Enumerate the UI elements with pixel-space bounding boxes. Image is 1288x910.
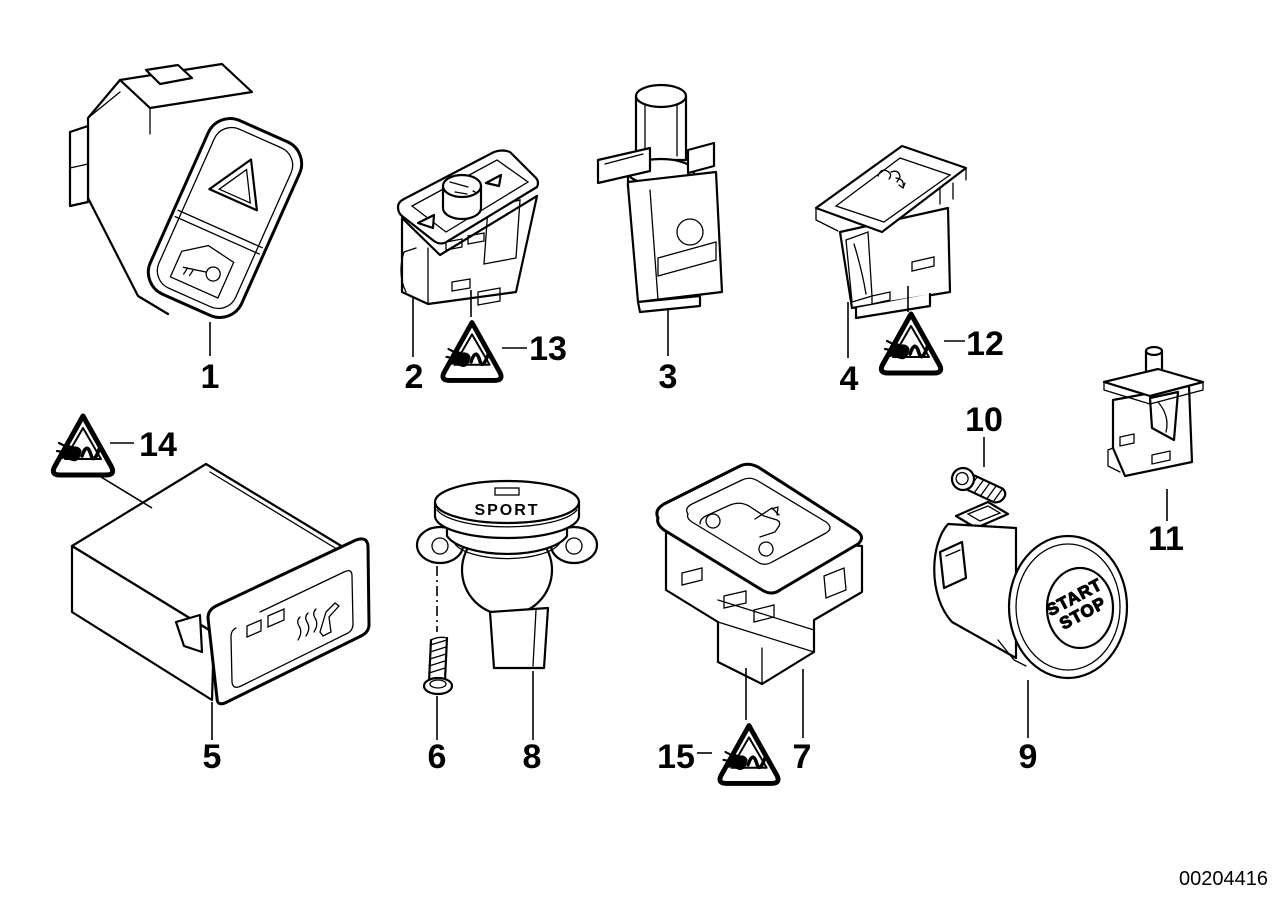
callout-14[interactable]: 14 [139, 426, 177, 464]
adjuster-knob-with-arrows-icon [416, 173, 503, 230]
part-7-trunk-lid-switch[interactable] [655, 462, 864, 686]
callout-8[interactable]: 8 [523, 738, 542, 776]
warning-triangle-12[interactable] [881, 314, 940, 373]
warning-triangle-13[interactable] [443, 323, 501, 381]
callout-11[interactable]: 11 [1148, 520, 1184, 558]
seat-heating-icon [297, 602, 340, 641]
warning-triangle-15[interactable] [720, 726, 778, 784]
central-locking-door-key-icon [169, 244, 235, 299]
callout-5[interactable]: 5 [203, 738, 222, 776]
part-10-screw[interactable] [948, 464, 1008, 508]
sport-button-label: SPORT [474, 502, 539, 519]
callout-15[interactable]: 15 [657, 738, 695, 776]
part-4-function-symbol-icon [877, 169, 906, 190]
trunk-open-car-icon [699, 502, 781, 557]
part-4-rocker-switch[interactable] [814, 144, 968, 320]
part-6-screw[interactable] [422, 636, 454, 696]
diagram-doc-number: 00204416 [1179, 868, 1268, 890]
callout-7[interactable]: 7 [793, 738, 812, 776]
part-9-start-stop-button[interactable]: START STOP [933, 500, 1129, 680]
part-2-adjuster-switch[interactable] [396, 149, 540, 306]
callout-9[interactable]: 9 [1019, 738, 1038, 776]
part-8-sport-button[interactable]: SPORT [415, 479, 599, 670]
callout-1[interactable]: 1 [201, 358, 220, 396]
callout-4[interactable]: 4 [840, 360, 859, 398]
part-3-plunger-switch[interactable] [596, 83, 724, 314]
hazard-warning-triangle-icon [208, 158, 258, 212]
callout-6[interactable]: 6 [428, 738, 447, 776]
callout-13[interactable]: 13 [529, 330, 567, 368]
callout-10[interactable]: 10 [965, 401, 1003, 439]
warning-triangle-14[interactable] [53, 416, 112, 475]
callout-labels: 1 2 3 4 5 6 7 8 9 10 11 12 13 14 15 [139, 325, 1184, 776]
callout-3[interactable]: 3 [659, 358, 678, 396]
part-11-pin-switch[interactable] [1102, 345, 1205, 478]
leader-lines [100, 286, 1168, 754]
part-1-hazard-central-locking-switch[interactable] [68, 62, 309, 325]
callout-12[interactable]: 12 [966, 325, 1004, 363]
callout-2[interactable]: 2 [405, 358, 424, 396]
part-5-seat-heating-switch-module[interactable] [70, 462, 371, 706]
